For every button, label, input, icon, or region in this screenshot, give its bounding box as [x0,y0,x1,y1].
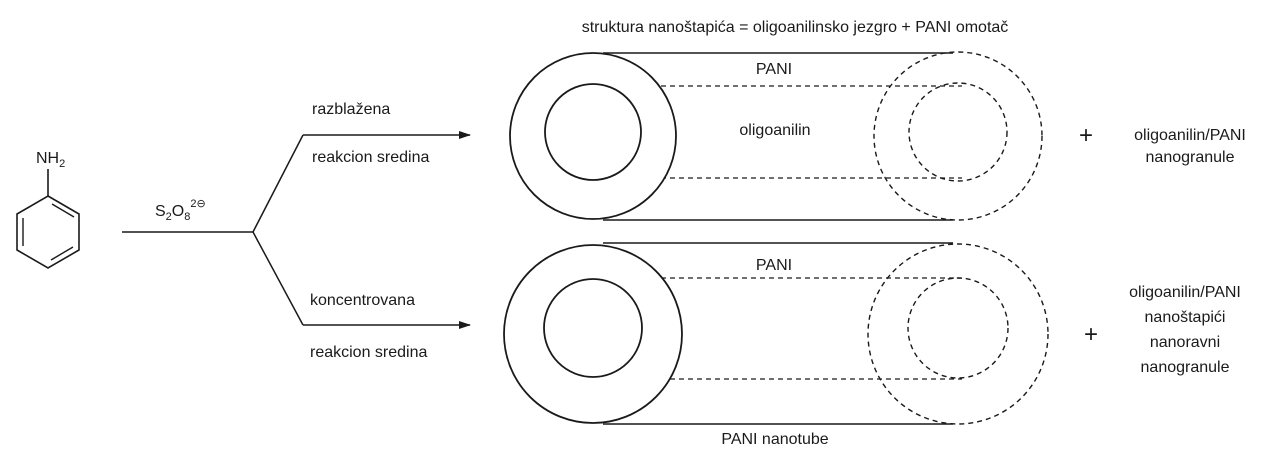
top-outer-circle [509,52,677,220]
bottom-product-line-2: nanoštapići [1145,309,1226,326]
bottom-nanotube-structure [503,242,1049,425]
bottom-shell-label: PANI [756,257,792,274]
aniline-structure: NH2 [16,150,80,269]
bottom-outer-end-dashed [867,243,1049,425]
oxidant-label: S2O82⊖ [155,198,206,223]
bottom-product-line-1: oligoanilin/PANI [1129,284,1241,301]
bottom-product-line-4: nanogranule [1141,359,1230,376]
amino-group-label: NH2 [36,150,65,170]
top-product-line-2: nanogranule [1146,149,1235,166]
top-plus-sign: + [1079,122,1093,149]
lower-branch-line [252,231,304,326]
top-shell-label: PANI [756,61,792,78]
bottom-condition-above: koncentrovana [310,292,415,309]
bottom-products: oligoanilin/PANI nanoštapići nanoravni n… [1129,284,1241,376]
top-core-label: oligoanilin [739,122,810,139]
bottom-inner-end-dashed [907,277,1009,379]
top-inner-end-dashed [908,82,1008,182]
top-condition-below: reakcion sredina [312,149,430,166]
top-nanorod-structure [509,51,1043,221]
top-products: oligoanilin/PANI nanogranule [1134,127,1246,166]
bottom-inner-circle [543,278,643,378]
structure-header: struktura nanoštapića = oligoanilinsko j… [582,19,1009,36]
top-condition-above: razblažena [312,101,390,118]
reaction-branches [122,131,471,329]
benzene-ring [16,195,80,269]
bottom-condition-below: reakcion sredina [310,344,428,361]
bottom-plus-sign: + [1084,321,1098,348]
upper-branch-line [252,134,304,233]
top-inner-circle [544,83,642,181]
bottom-product-line-3: nanoravni [1150,334,1220,351]
benzene-double-bond-2 [50,246,74,261]
bottom-nanotube-label: PANI nanotube [721,431,828,448]
top-product-line-1: oligoanilin/PANI [1134,127,1246,144]
bottom-outer-circle [503,244,683,424]
top-outer-end-dashed [873,51,1043,221]
benzene-double-bond-1 [51,203,75,218]
